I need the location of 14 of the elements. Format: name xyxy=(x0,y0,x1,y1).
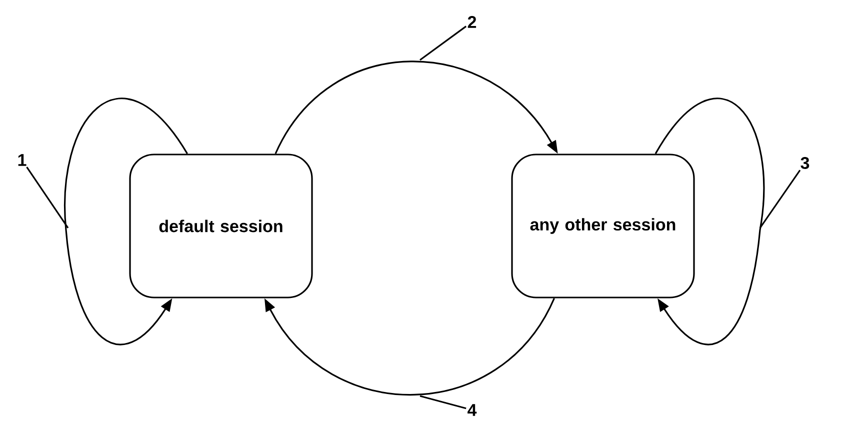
arrow xyxy=(654,98,764,346)
callout-number: 1 xyxy=(18,154,26,166)
callout-number: 2 xyxy=(468,16,476,28)
arrow xyxy=(274,60,558,154)
arrow xyxy=(64,98,188,345)
state-box: default session xyxy=(129,154,313,298)
leader-line xyxy=(26,166,69,228)
callout-number: 3 xyxy=(800,156,810,170)
leader-line xyxy=(420,395,466,410)
leader-line xyxy=(759,170,801,228)
arrow xyxy=(264,298,555,396)
callout-number: 4 xyxy=(468,404,477,416)
leader-line xyxy=(420,26,467,61)
state-box: any other session xyxy=(511,154,695,298)
